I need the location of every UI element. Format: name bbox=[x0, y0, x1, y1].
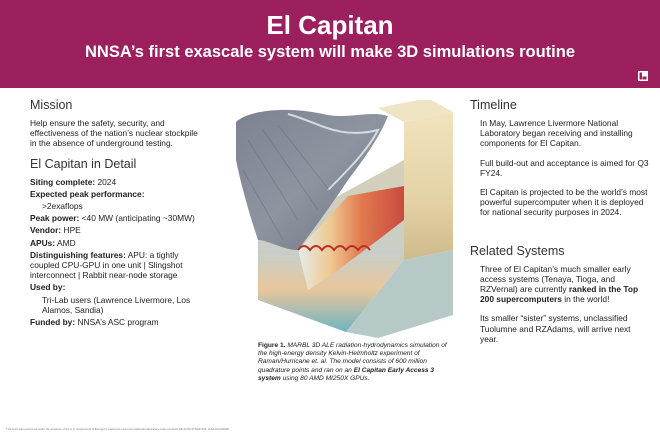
detail-heading: El Capitan in Detail bbox=[30, 156, 137, 171]
related-p1: Three of El Capitan’s much smaller early… bbox=[480, 263, 639, 305]
timeline-body: In May, Lawrence Livermore National Labo… bbox=[470, 118, 650, 218]
slab-top-face bbox=[378, 100, 453, 122]
timeline-p2: Full build-out and acceptance is aimed f… bbox=[480, 157, 649, 178]
siting-row: Siting complete: 2024 bbox=[30, 176, 117, 187]
base-side-face bbox=[346, 250, 453, 338]
power-row: Peak power: <40 MW (anticipating ~30MW) bbox=[30, 213, 195, 224]
kelvin-helmholtz-wave bbox=[297, 245, 371, 252]
header-banner: El Capitan NNSA’s first exascale system … bbox=[0, 0, 660, 88]
left-column: Mission Help ensure the safety, security… bbox=[30, 98, 205, 329]
page-title: El Capitan bbox=[266, 10, 394, 40]
right-column: Timeline In May, Lawrence Livermore Nati… bbox=[470, 98, 650, 344]
timeline-heading: Timeline bbox=[470, 98, 517, 112]
mesh-lines bbox=[242, 124, 334, 241]
footnote: This work was performed under the auspic… bbox=[6, 427, 229, 431]
lab-logo-icon bbox=[638, 71, 648, 81]
plume-crest bbox=[287, 113, 380, 191]
plume-mesh bbox=[236, 109, 388, 251]
slab-side-face bbox=[404, 112, 453, 260]
usedby-value: Tri-Lab users (Lawrence Livermore, Los A… bbox=[42, 294, 191, 315]
timeline-p1: In May, Lawrence Livermore National Labo… bbox=[480, 118, 633, 149]
mission-heading: Mission bbox=[30, 98, 73, 112]
peak-row: Expected peak performance: bbox=[30, 188, 145, 199]
related-body: Three of El Capitan’s much smaller early… bbox=[470, 264, 650, 344]
mission-text: Help ensure the safety, security, and ef… bbox=[30, 118, 198, 149]
apus-row: APUs: AMD bbox=[30, 237, 76, 248]
timeline-p3: El Capitan is projected to be the world’… bbox=[480, 187, 648, 218]
funded-row: Funded by: NNSA’s ASC program bbox=[30, 317, 159, 328]
peak-value: >2exaflops bbox=[42, 201, 83, 212]
heat-band bbox=[298, 186, 404, 290]
related-p2: Its smaller “sister” systems, unclassifi… bbox=[480, 313, 631, 344]
related-heading: Related Systems bbox=[470, 243, 565, 258]
vendor-row: Vendor: HPE bbox=[30, 225, 81, 236]
page-subtitle: NNSA’s first exascale system will make 3… bbox=[84, 43, 575, 61]
simulation-figure bbox=[236, 100, 453, 338]
usedby-row: Used by: bbox=[30, 282, 66, 293]
features-row: Distinguishing features: APU: a tightly … bbox=[30, 249, 183, 281]
detail-list: Siting complete: 2024 Expected peak perf… bbox=[30, 177, 205, 328]
figure-caption: Figure 1. MARBL 3D ALE radiation-hydrody… bbox=[258, 342, 447, 382]
